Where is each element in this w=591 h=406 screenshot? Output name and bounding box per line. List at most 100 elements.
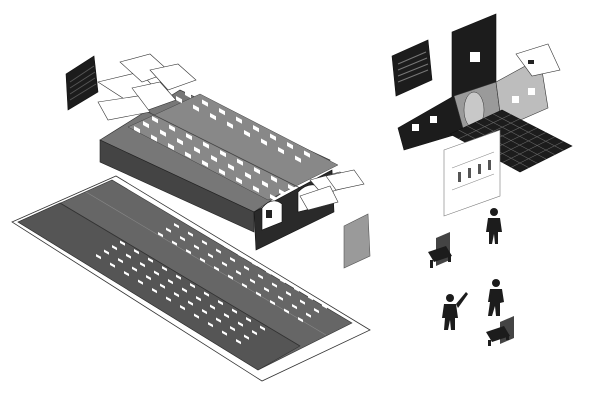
window [210,113,216,121]
window [148,257,153,263]
window [222,261,227,267]
window [304,150,310,158]
chair-icon [428,232,452,268]
chair-icon-2 [486,316,514,346]
window [200,257,205,263]
window [260,325,265,331]
window [242,283,247,289]
window [253,185,259,193]
window [140,262,145,268]
window [284,308,289,314]
window [202,160,208,168]
window [143,121,149,129]
window [270,300,275,306]
window [214,266,219,272]
window [252,330,257,336]
window [236,177,242,185]
window [294,286,299,292]
window [146,275,151,281]
window [280,278,285,284]
window [219,168,225,176]
window [210,304,215,310]
window [230,326,235,332]
window [236,116,242,124]
window [169,124,175,132]
roof-window-grid [134,91,310,202]
window [160,283,165,289]
window [279,189,285,197]
window [160,129,166,137]
waving-figure [442,292,468,330]
window [151,134,157,142]
window [152,288,157,294]
window [204,291,209,297]
window [264,287,269,293]
window [300,299,305,305]
window [322,303,327,309]
window [308,295,313,301]
floor-slab-with-windows [11,175,371,382]
window [266,269,271,275]
slab-window-grid [96,218,327,345]
window [112,245,117,251]
window [238,321,243,327]
window [219,108,225,116]
window [236,270,241,276]
window [194,244,199,250]
window [166,227,171,233]
window [162,266,167,272]
window [306,312,311,318]
window [186,133,192,141]
window [220,150,226,158]
window [208,322,213,328]
pole-frame [443,129,501,217]
window [262,180,268,188]
window [270,194,276,202]
window [258,274,263,280]
window [298,317,303,323]
window [202,240,207,246]
window [292,304,297,310]
window [168,143,174,151]
window [272,282,277,288]
window [96,254,101,260]
window [190,283,195,289]
window [227,121,233,129]
grey-door-panel [343,213,371,269]
window [168,279,173,285]
window [278,295,283,301]
window [237,158,243,166]
window [193,104,199,112]
window [253,125,259,133]
window [104,249,109,255]
window [216,317,221,323]
roof-panel-with-windows [99,89,339,233]
window [271,175,277,183]
window [244,265,249,271]
window [222,330,227,336]
window [110,262,115,268]
louvered-panel [391,39,433,97]
window [202,99,208,107]
window [238,252,243,258]
window [252,261,257,267]
window [250,278,255,284]
window [202,309,207,315]
window [134,249,139,255]
window [196,227,201,233]
window [186,249,191,255]
window [246,317,251,323]
window [185,91,191,99]
window [210,235,215,241]
window [314,308,319,314]
window [166,296,171,302]
window [118,258,123,264]
dark-louvered-panel [65,55,99,111]
window [152,116,158,124]
window [196,296,201,302]
window [185,151,191,159]
walking-figure [488,279,504,316]
window [124,271,129,277]
window [278,147,284,155]
